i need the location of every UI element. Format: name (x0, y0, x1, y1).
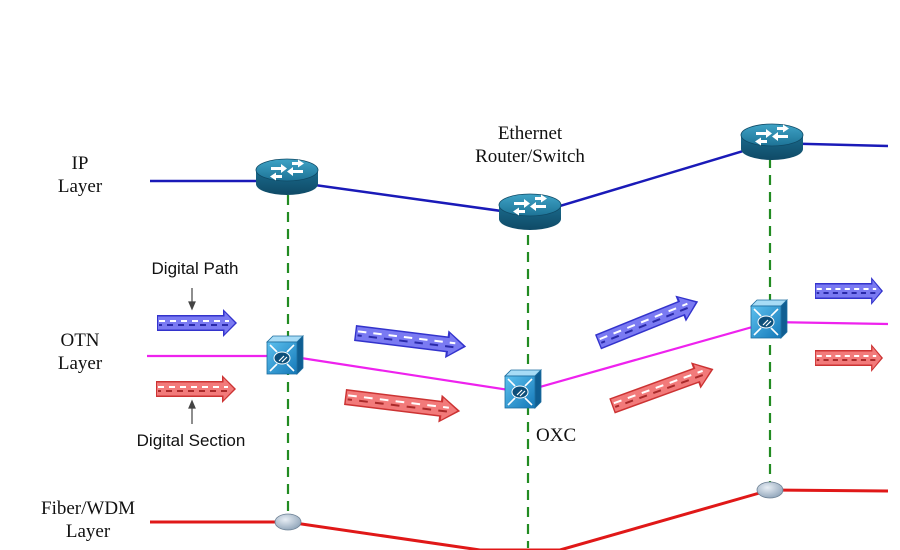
label-pointers (188, 288, 196, 424)
digital-section-arrow (341, 381, 464, 427)
digital-section-label: Digital Section (136, 431, 246, 450)
digital-path-arrow (156, 308, 238, 338)
oxc-label: OXC (536, 425, 577, 446)
fiber-layer-line (150, 488, 889, 550)
digital-section-arrow (814, 343, 884, 373)
oxc-switch-icon (504, 369, 542, 409)
ip-layer-label-line1: IP (71, 153, 89, 174)
fiber-node-icon (274, 513, 302, 531)
ip-layer-label: IP Layer (30, 152, 130, 198)
digital-path-label: Digital Path (151, 259, 239, 278)
router-icon (498, 193, 562, 231)
fiber-layer-label-line2: Layer (65, 521, 111, 543)
fiber-layer-label-line1: Fiber/WDM (41, 498, 135, 519)
otn-layer-label: OTN Layer (30, 329, 130, 375)
router-label: Ethernet Router/Switch (440, 122, 620, 168)
ip-layer-label-line2: Layer (57, 176, 103, 198)
oxc-switch-icon (266, 335, 304, 375)
otn-layer-label-line2: Layer (57, 353, 103, 375)
router-icon (740, 123, 804, 161)
fiber-layer-label: Fiber/WDM Layer (8, 497, 168, 543)
router-icon (255, 158, 319, 196)
oxc-switch-icon (750, 299, 788, 339)
digital-path-arrow (814, 276, 884, 306)
digital-section-arrow (155, 374, 237, 404)
fiber-node-icon (756, 481, 784, 499)
router-label-line1: Ethernet (497, 123, 563, 144)
digital-path-arrow (351, 317, 470, 362)
otn-layer-label-line1: OTN (60, 330, 100, 351)
router-label-line2: Router/Switch (475, 146, 585, 168)
digital-section-arrow (605, 354, 720, 421)
